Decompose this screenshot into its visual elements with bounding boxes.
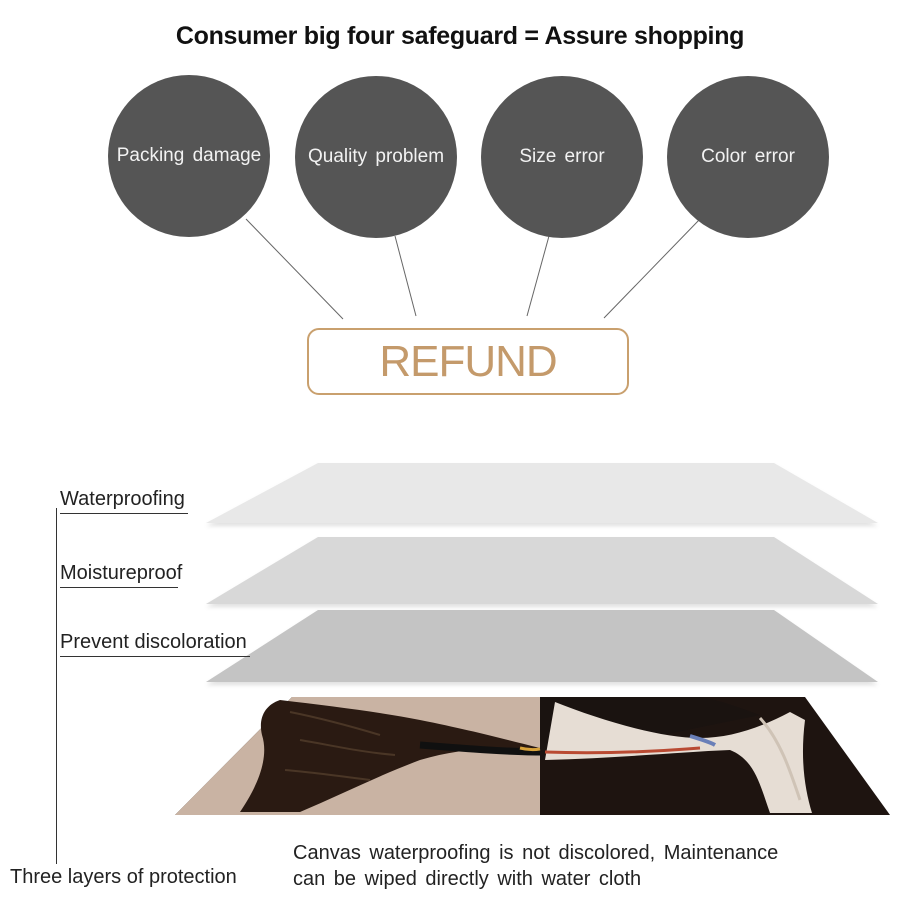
description-text: Canvas waterproofing is not discolored, … — [293, 840, 778, 892]
issue-circle-packing-damage: Packing damage — [108, 75, 270, 237]
layer-prevent-discoloration — [206, 610, 878, 682]
layers-caption: Three layers of protection — [10, 866, 237, 888]
layer-moistureproof — [206, 537, 878, 604]
label-waterproofing: Waterproofing — [60, 488, 188, 514]
issue-circle-color-error: Color error — [667, 76, 829, 238]
issue-circle-size-error: Size error — [481, 76, 643, 238]
description-line-1: Canvas waterproofing is not discolored, … — [293, 842, 779, 864]
refund-box: REFUND — [307, 328, 629, 395]
refund-label: REFUND — [379, 336, 557, 386]
label-prevent-discoloration: Prevent discoloration — [60, 631, 250, 657]
canvas-painting-image — [175, 697, 890, 815]
issue-label: Color error — [701, 146, 795, 167]
issue-label: Quality problem — [307, 146, 445, 167]
page-title: Consumer big four safeguard = Assure sho… — [175, 22, 745, 50]
label-moistureproof: Moistureproof — [60, 562, 182, 588]
issue-label: Size error — [519, 146, 605, 167]
issue-label: Packing damage — [116, 145, 262, 166]
bracket-line — [56, 508, 57, 864]
issue-circle-quality-problem: Quality problem — [295, 76, 457, 238]
description-line-2: can be wiped directly with water cloth — [293, 868, 642, 890]
layer-waterproofing — [206, 463, 878, 523]
